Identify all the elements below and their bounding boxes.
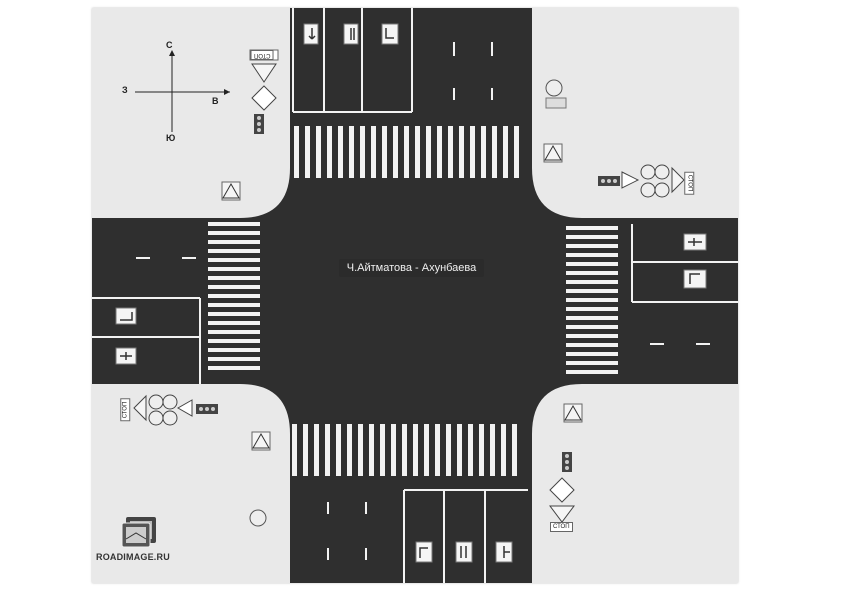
stop-sign-nw: СТОП: [251, 50, 274, 60]
north-dashes: [453, 42, 493, 100]
crosswalk-north: [294, 126, 519, 178]
stop-sign-sw: СТОП: [120, 398, 131, 422]
stop-sign-ne: СТОП: [684, 171, 695, 195]
se-sign-stack: [549, 452, 575, 523]
crosswalk-east: [566, 226, 618, 374]
lane-arrows-west: [115, 307, 137, 365]
roadimage-watermark-text: ROADIMAGE.RU: [96, 552, 170, 562]
ne-sign-stack: [598, 164, 685, 198]
crosswalk-south: [292, 424, 517, 476]
nw-sign-stack: [249, 49, 279, 134]
intersection-diagram: СТОП СТОП СТОП СТОП Ч.Айтматова - Ахунба…: [92, 8, 738, 583]
road-layout: [92, 8, 738, 583]
lane-arrows-east: [683, 233, 707, 289]
asphalt-surface: [92, 8, 738, 583]
north-lane-lines: [292, 8, 413, 113]
compass-rose: С Ю З В: [120, 40, 230, 150]
east-lane-lines: [631, 224, 738, 303]
west-dashes: [136, 257, 196, 299]
sw-sign-stack: [133, 394, 218, 426]
south-lane-lines: [403, 489, 528, 583]
south-dashes: [327, 502, 367, 560]
lane-arrows-south: [415, 541, 513, 563]
crosswalk-west: [208, 222, 260, 370]
intersection-name-label: Ч.Айтматова - Ахунбаева: [339, 259, 484, 277]
compass-arrows-icon: [135, 50, 230, 132]
compass-west-label: З: [122, 85, 128, 95]
lane-arrows-north: [303, 23, 399, 45]
compass-north-label: С: [166, 40, 173, 50]
compass-south-label: Ю: [166, 133, 176, 143]
stop-sign-se: СТОП: [550, 522, 573, 532]
roadimage-logo-icon: [121, 517, 156, 548]
pedestrian-crossing-sign-icons: [221, 143, 583, 451]
compass-east-label: В: [212, 96, 219, 106]
roadimage-logo: [94, 513, 204, 573]
circular-sign-icons: [249, 79, 567, 527]
